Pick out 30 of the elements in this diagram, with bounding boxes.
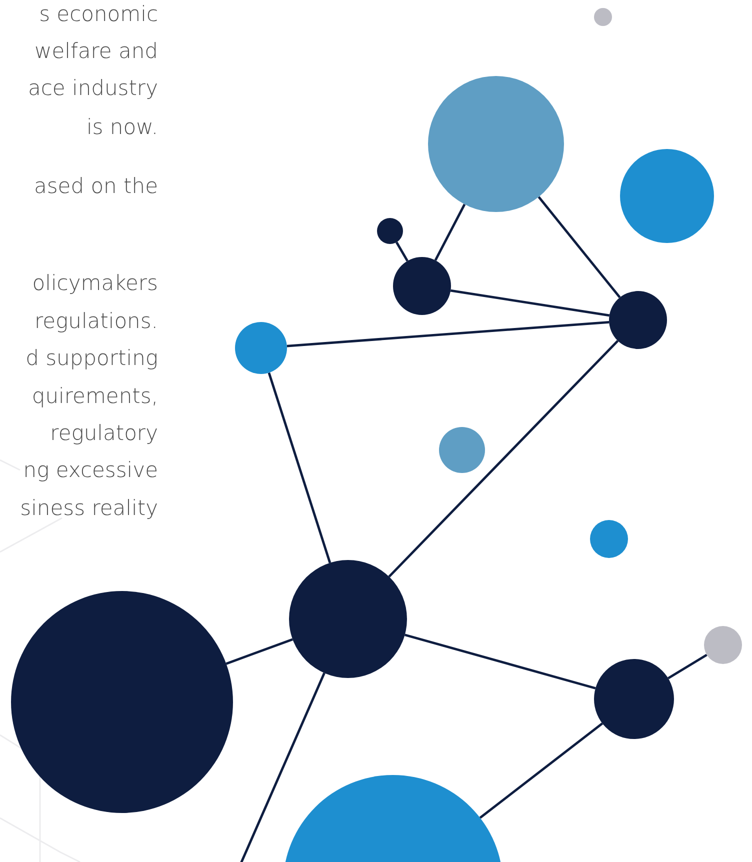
connector-line [268, 372, 332, 564]
paragraph-text: ng excessive [22, 457, 158, 483]
connector-line [226, 638, 294, 665]
connector-line [286, 320, 610, 348]
circle [609, 291, 667, 349]
connector-line [450, 289, 610, 317]
paragraph-text: s economic [38, 1, 158, 27]
connector-line [434, 204, 466, 261]
connector-line [396, 242, 408, 262]
paragraph-text: olicymakers [31, 270, 158, 296]
connector-line [538, 196, 621, 298]
paragraph-text: is now. [85, 114, 158, 140]
circle [235, 322, 287, 374]
paragraph-text: regulatory [49, 420, 158, 446]
paragraph-text: ace industry [26, 75, 158, 101]
paragraph-text: regulations. [33, 308, 158, 334]
circle [594, 8, 612, 26]
connector-line [668, 654, 708, 680]
connector-line [479, 722, 604, 819]
circle [590, 520, 628, 558]
paragraph-text: quirements, [30, 383, 158, 409]
circle [377, 218, 403, 244]
circle [704, 626, 742, 664]
circle [439, 427, 485, 473]
paragraph-text: siness reality [19, 495, 158, 521]
paragraph-text: d supporting [24, 345, 158, 371]
paragraph-text: welfare and [34, 38, 158, 64]
connector-line [404, 634, 596, 690]
paragraph-text: ased on the [32, 173, 158, 199]
connector-line [388, 340, 619, 578]
